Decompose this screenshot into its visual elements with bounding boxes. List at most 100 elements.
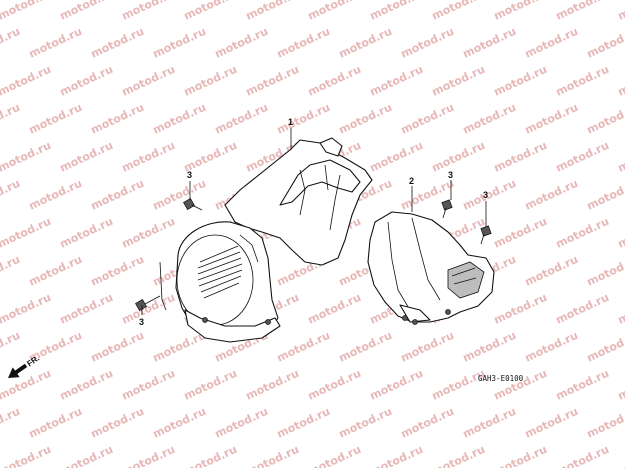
watermark-text: motod.ru <box>585 25 625 61</box>
watermark-text: motod.ru <box>27 253 84 289</box>
watermark-text: motod.ru <box>89 405 146 441</box>
watermark-text: motod.ru <box>151 101 208 137</box>
watermark-text: motod.ru <box>523 177 580 213</box>
watermark-text: motod.ru <box>27 101 84 137</box>
watermark-text: motod.ru <box>585 177 625 213</box>
bolt-3-lower-left <box>135 295 161 311</box>
watermark-text: motod.ru <box>585 253 625 289</box>
watermark-text: motod.ru <box>585 101 625 137</box>
watermark-text: motod.ru <box>399 25 456 61</box>
watermark-text: motod.ru <box>492 63 549 99</box>
watermark-text: motod.ru <box>461 405 518 441</box>
watermark-text: motod.ru <box>0 291 53 327</box>
watermark-text: motod.ru <box>492 0 549 23</box>
watermark-text: motod.ru <box>213 101 270 137</box>
watermark-text: motod.ru <box>337 101 394 137</box>
watermark-text: motod.ru <box>492 291 549 327</box>
watermark-text: motod.ru <box>368 139 425 175</box>
watermark-text: motod.ru <box>306 63 363 99</box>
watermark-text: motod.ru <box>523 329 580 365</box>
watermark-text: motod.ru <box>492 215 549 251</box>
watermark-text: motod.ru <box>492 367 549 403</box>
watermark-text: motod.ru <box>27 405 84 441</box>
watermark-text: motod.ru <box>182 367 239 403</box>
watermark-text: motod.ru <box>523 101 580 137</box>
watermark-text: motod.ru <box>616 139 625 175</box>
watermark-text: motod.ru <box>120 0 177 23</box>
watermark-text: motod.ru <box>151 177 208 213</box>
watermark-text: motod.ru <box>0 215 53 251</box>
watermark-text: motod.ru <box>616 215 625 251</box>
fan-cover-part-1 <box>159 137 373 343</box>
watermark-text: motod.ru <box>554 63 611 99</box>
watermark-text: motod.ru <box>151 25 208 61</box>
watermark-text: motod.ru <box>244 0 301 23</box>
diagram-code: GAH3-E0100 <box>478 374 524 383</box>
watermark-text: motod.ru <box>523 405 580 441</box>
watermark-text: motod.ru <box>244 63 301 99</box>
watermark-text: motod.ru <box>213 25 270 61</box>
watermark-text: motod.ru <box>0 367 53 403</box>
watermark-text: motod.ru <box>89 25 146 61</box>
watermark-text: motod.ru <box>430 443 487 468</box>
watermark-text: motod.ru <box>89 329 146 365</box>
watermark-text: motod.ru <box>275 329 332 365</box>
watermark-text: motod.ru <box>461 25 518 61</box>
watermark-text: motod.ru <box>616 0 625 23</box>
watermark-text: motod.ru <box>616 291 625 327</box>
watermark-text: motod.ru <box>58 291 115 327</box>
watermark-text: motod.ru <box>244 367 301 403</box>
watermark-text: motod.ru <box>554 0 611 23</box>
watermark-text: motod.ru <box>0 253 22 289</box>
watermark-text: motod.ru <box>58 0 115 23</box>
watermark-text: motod.ru <box>492 139 549 175</box>
watermark-text: motod.ru <box>306 367 363 403</box>
watermark-text: motod.ru <box>151 405 208 441</box>
watermark-text: motod.ru <box>27 177 84 213</box>
watermark-text: motod.ru <box>368 0 425 23</box>
watermark-text: motod.ru <box>399 101 456 137</box>
watermark-text: motod.ru <box>0 329 22 365</box>
watermark-text: motod.ru <box>523 25 580 61</box>
watermark-text: motod.ru <box>27 25 84 61</box>
watermark-text: motod.ru <box>0 405 22 441</box>
watermark-text: motod.ru <box>430 63 487 99</box>
watermark-text: motod.ru <box>275 405 332 441</box>
watermark-text: motod.ru <box>585 329 625 365</box>
watermark-text: motod.ru <box>0 139 53 175</box>
watermark-text: motod.ru <box>554 291 611 327</box>
watermark-text: motod.ru <box>461 101 518 137</box>
watermark-text: motod.ru <box>89 177 146 213</box>
shroud-part-2 <box>367 211 495 325</box>
watermark-text: motod.ru <box>58 367 115 403</box>
watermark-text: motod.ru <box>0 63 53 99</box>
watermark-text: motod.ru <box>523 253 580 289</box>
watermark-text: motod.ru <box>368 367 425 403</box>
watermark-text: motod.ru <box>554 443 611 468</box>
watermark-text: motod.ru <box>213 405 270 441</box>
watermark-text: motod.ru <box>275 101 332 137</box>
watermark-text: motod.ru <box>616 443 625 468</box>
watermark-text: motod.ru <box>492 443 549 468</box>
callout-part-2: 2 <box>409 176 414 186</box>
callout-part-1: 1 <box>288 117 293 127</box>
watermark-text: motod.ru <box>461 177 518 213</box>
callout-part-3-right-a: 3 <box>448 170 453 180</box>
watermark-text: motod.ru <box>0 177 22 213</box>
callout-part-3-right-b: 3 <box>483 190 488 200</box>
fan-cover-grille <box>197 245 243 299</box>
watermark-text: motod.ru <box>430 139 487 175</box>
watermark-text: motod.ru <box>430 0 487 23</box>
watermark-text: motod.ru <box>306 443 363 468</box>
bolt-3-upper-left <box>183 198 203 211</box>
arrow-icon <box>8 363 28 378</box>
watermark-text: motod.ru <box>616 63 625 99</box>
bolt-3-right-b <box>480 225 492 245</box>
watermark-text: motod.ru <box>368 63 425 99</box>
watermark-text: motod.ru <box>58 443 115 468</box>
watermark-text: motod.ru <box>120 63 177 99</box>
watermark-text: motod.ru <box>554 139 611 175</box>
watermark-text: motod.ru <box>616 367 625 403</box>
